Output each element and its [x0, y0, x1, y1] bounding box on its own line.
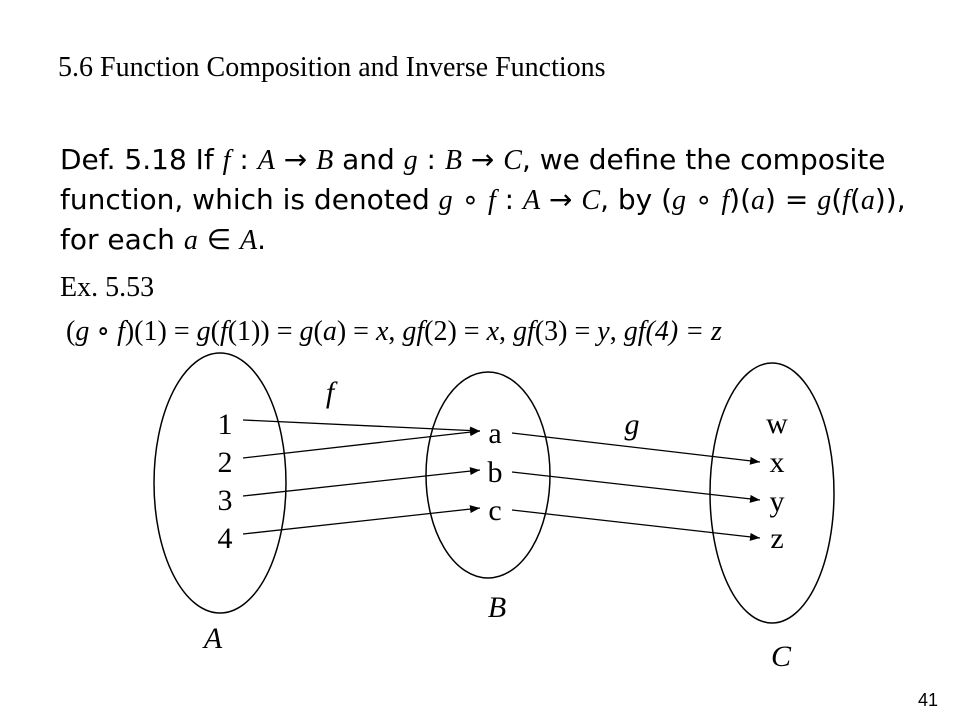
set-b-label: B	[488, 591, 506, 624]
definition-line-1-seg-5: B	[316, 145, 334, 176]
definition-line-2-seg-9: g	[672, 185, 687, 216]
definition-line-2-seg-0: function, which is denoted	[60, 183, 439, 216]
set-c-label: C	[771, 640, 792, 673]
arrow-f-2-a	[242, 428, 481, 459]
definition-line-2-seg-10: ∘	[686, 183, 722, 216]
example-equation-seg-4: )(1) =	[124, 316, 197, 347]
example-equation-seg-12: ) =	[336, 316, 376, 347]
definition-line-2-seg-7: C	[581, 185, 601, 216]
arrow-f-1-a	[242, 419, 481, 435]
definition-line-3-seg-1: a	[183, 225, 198, 256]
definition-line-2-seg-1: g	[438, 185, 453, 216]
set-b-ellipse	[425, 371, 551, 579]
example-equation-seg-11: a	[322, 316, 337, 347]
definition-line-2-seg-4: :	[495, 183, 524, 216]
definition-line-2-seg-13: a	[751, 185, 766, 216]
definition-line-1-seg-3: A	[257, 145, 275, 176]
element-x: x	[770, 446, 785, 479]
definition-line-2-seg-12: )(	[729, 183, 752, 216]
arrow-g-a-x	[511, 432, 761, 465]
definition-line-2-seg-17: f	[842, 185, 850, 216]
arrow-g-b-y	[511, 471, 761, 503]
definition-line-3-seg-2: ∈	[197, 223, 241, 256]
example-equation-seg-9: g	[299, 316, 314, 347]
set-c-ellipse	[709, 362, 835, 624]
example-equation-seg-3: f	[117, 316, 125, 347]
slide-title: 5.6 Function Composition and Inverse Fun…	[58, 52, 606, 83]
example-equation-seg-5: g	[196, 316, 211, 347]
example-equation-seg-6: (	[210, 316, 220, 347]
example-equation-seg-19: gf	[513, 316, 535, 347]
definition-line-2-seg-5: A	[523, 185, 541, 216]
example-equation: (g ∘ f)(1) = g(f(1)) = g(a) = x, gf(2) =…	[66, 314, 722, 348]
definition-line-2-seg-16: (	[831, 183, 843, 216]
definition-line-2-seg-3: f	[488, 185, 496, 216]
definition-line-1-seg-12: , we define the composite	[521, 143, 886, 176]
definition-line-1-seg-9: B	[444, 145, 462, 176]
definition-line-2-seg-14: ) =	[765, 183, 818, 216]
example-equation-seg-15: gf	[402, 316, 425, 347]
set-a-label: A	[202, 622, 223, 655]
example-equation-seg-20: (3) =	[534, 316, 598, 347]
element-c: c	[488, 494, 501, 527]
example-label: Ex. 5.53	[60, 272, 155, 303]
definition-line-2-seg-19: a	[860, 185, 875, 216]
definition-line-2-seg-8: , by (	[600, 183, 673, 216]
example-equation-seg-17: x	[486, 316, 500, 347]
example-equation-seg-1: g	[75, 316, 90, 347]
definition-line-3-seg-0: for each	[60, 223, 184, 256]
example-equation-seg-0: (	[66, 316, 76, 347]
element-z: z	[770, 522, 783, 555]
arrow-f-4-c	[242, 505, 481, 535]
definition-line-1-seg-10: →	[462, 143, 504, 176]
arrow-f-3-b	[242, 467, 481, 497]
example-equation-seg-10: (	[313, 316, 323, 347]
definition-line-3: for each a ∈ A.	[60, 223, 266, 257]
definition-line-1-seg-7: g	[403, 145, 418, 176]
definition-line-2-seg-15: g	[817, 185, 832, 216]
definition-line-1: Def. 5.18 If f : A → B and g : B → C, we…	[60, 143, 885, 177]
definition-line-2-seg-6: →	[540, 183, 582, 216]
element-1: 1	[218, 408, 233, 441]
example-equation-seg-13: x	[375, 316, 389, 347]
example-equation-seg-18: ,	[499, 316, 514, 347]
definition-line-1-seg-0: Def. 5.18 If	[60, 143, 223, 176]
element-2: 2	[218, 446, 233, 479]
definition-line-1-seg-4: →	[274, 143, 317, 176]
definition-line-2-seg-20: )),	[874, 183, 906, 216]
definition-line-1-seg-6: and	[333, 143, 404, 176]
example-equation-seg-23: gf(4) = z	[623, 316, 722, 347]
example-equation-seg-2: ∘	[89, 316, 118, 347]
definition-line-1-seg-8: :	[417, 143, 445, 176]
definition-line-1-seg-2: :	[230, 143, 258, 176]
function-f-label: f	[326, 376, 338, 409]
page-number: 41	[917, 690, 938, 710]
function-g-label: g	[625, 408, 640, 441]
element-w: w	[766, 407, 788, 440]
set-a-ellipse	[153, 352, 287, 614]
example-equation-seg-16: (2) =	[424, 316, 487, 347]
definition-line-2-seg-11: f	[721, 185, 730, 216]
element-a: a	[488, 417, 501, 450]
element-y: y	[770, 485, 785, 518]
element-b: b	[488, 456, 503, 489]
example-equation-seg-14: ,	[388, 316, 403, 347]
definition-line-2: function, which is denoted g ∘ f : A → C…	[60, 183, 906, 217]
element-3: 3	[218, 484, 233, 517]
definition-line-1-seg-11: C	[503, 145, 522, 176]
example-equation-seg-8: (1)) =	[227, 316, 300, 347]
definition-line-3-seg-3: A	[240, 225, 258, 256]
element-4: 4	[218, 522, 233, 555]
definition-line-3-seg-4: .	[257, 223, 267, 256]
definition-line-1-seg-1: f	[222, 145, 231, 176]
definition-line-2-seg-2: ∘	[452, 183, 488, 216]
example-equation-seg-7: f	[219, 316, 228, 347]
example-equation-seg-22: ,	[609, 316, 624, 347]
example-equation-seg-21: y	[597, 316, 610, 347]
arrow-g-c-z	[511, 509, 761, 541]
definition-line-2-seg-18: (	[849, 183, 861, 216]
